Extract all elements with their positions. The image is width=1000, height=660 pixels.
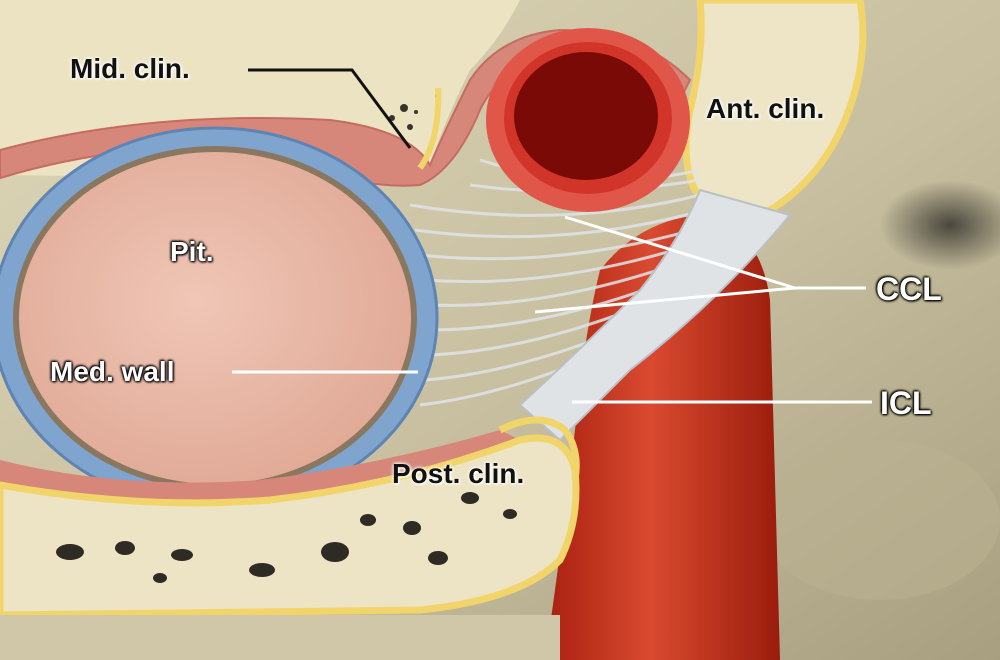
carotid-lumen xyxy=(514,52,658,180)
pituitary-gland xyxy=(19,152,411,484)
leader-line-ccl-lower xyxy=(534,286,796,314)
label-mid-clin: Mid. clin. xyxy=(70,53,190,84)
label-med-wall: Med. wall xyxy=(50,356,175,387)
leader-line-mid-clin xyxy=(248,68,412,149)
bottom-strip xyxy=(0,615,560,660)
leader-lines xyxy=(232,68,872,404)
interclinoid-ligament xyxy=(518,188,792,442)
middle-clinoid-pores xyxy=(389,93,441,130)
lower-bone-pores xyxy=(56,492,517,583)
leader-line-ccl-upper xyxy=(564,215,796,290)
lower-dura xyxy=(0,430,520,503)
label-ccl: CCL xyxy=(876,271,942,307)
background-shadow-lower xyxy=(760,440,1000,600)
middle-clinoid-rim xyxy=(417,87,442,170)
label-icl: ICL xyxy=(880,385,932,421)
lower-bone xyxy=(0,434,580,619)
label-post-clin: Post. clin. xyxy=(392,458,525,489)
label-ant-clin: Ant. clin. xyxy=(706,93,825,124)
background-shadow xyxy=(880,180,1000,270)
posterior-clinoid xyxy=(498,416,580,481)
label-pit: Pit. xyxy=(170,236,214,267)
